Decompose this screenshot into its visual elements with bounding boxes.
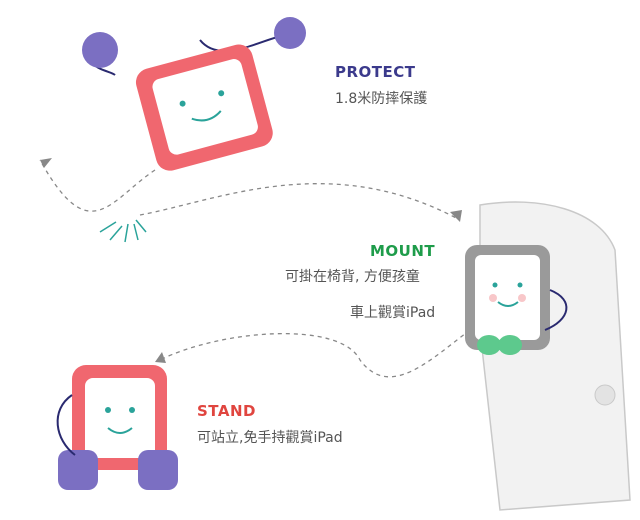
stand-title: STAND bbox=[197, 402, 256, 420]
stand-subtitle: 可站立,免手持觀賞iPad bbox=[197, 430, 343, 446]
mount-line1: 可掛在椅背, 方便孩童 bbox=[285, 269, 420, 285]
tablet-case-icon bbox=[82, 17, 306, 171]
arrow-icon bbox=[155, 352, 166, 363]
tablet-case-icon bbox=[465, 245, 568, 355]
protect-title: PROTECT bbox=[335, 63, 416, 81]
mount-line2: 車上觀賞iPad bbox=[350, 305, 436, 321]
mount-title: MOUNT bbox=[370, 242, 436, 260]
arrow-icon bbox=[450, 210, 462, 222]
tablet-case-icon bbox=[56, 365, 178, 490]
dashed-path bbox=[39, 159, 461, 221]
dashed-path-lower bbox=[159, 329, 471, 378]
protect-subtitle: 1.8米防摔保護 bbox=[335, 91, 428, 107]
arrow-icon bbox=[40, 158, 52, 168]
impact-burst-icon bbox=[99, 219, 147, 243]
